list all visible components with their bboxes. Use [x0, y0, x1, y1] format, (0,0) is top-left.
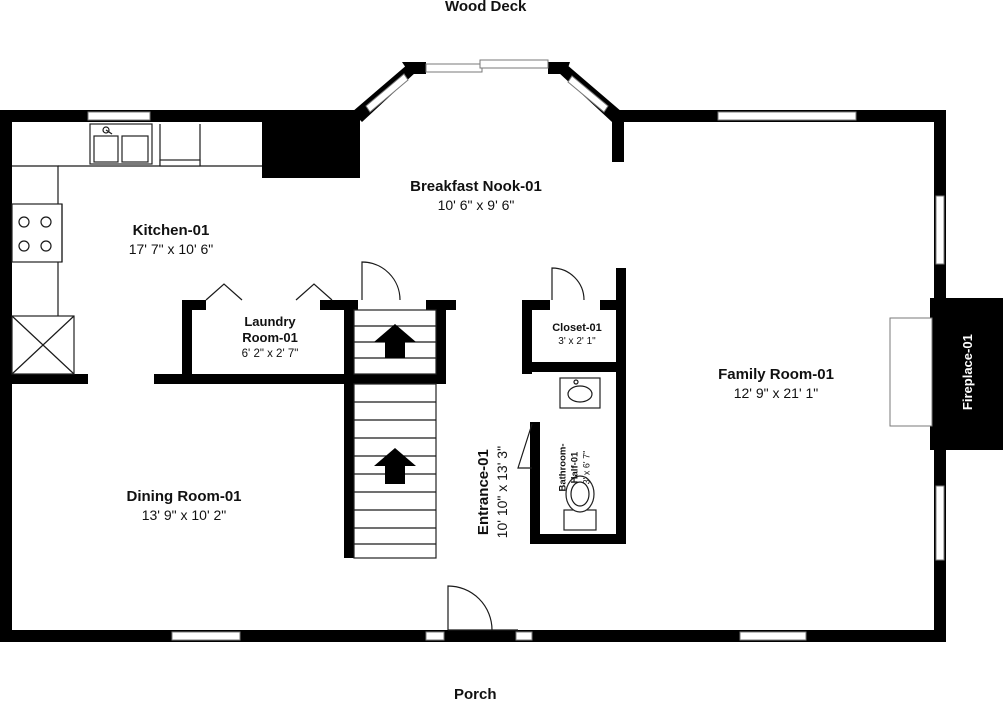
room-dimension: 12' 9" x 21' 1"	[733, 384, 819, 401]
bathroom-fixtures	[559, 377, 601, 531]
room-label-entrance: Entrance-01 10' 10" x 13' 3"	[475, 417, 511, 567]
room-name: Kitchen-01	[132, 222, 210, 239]
room-dimension: 10' 6" x 9' 6"	[437, 196, 515, 213]
room-label-kitchen: Kitchen-01 17' 7" x 10' 6"	[96, 222, 246, 258]
room-name: Entrance-01	[474, 449, 492, 536]
room-name: Closet-01	[552, 322, 602, 334]
room-name-line2: Room-01	[242, 330, 298, 346]
room-label-laundry: Laundry Room-01 6' 2" x 2' 7"	[206, 314, 334, 361]
room-dimension: 3' x 6' 7"	[581, 450, 592, 485]
room-dimension: 3' x 2' 1"	[558, 335, 596, 347]
room-dimension: 17' 7" x 10' 6"	[128, 240, 214, 257]
exterior-label-bottom: Porch	[454, 686, 497, 703]
doors	[205, 261, 585, 631]
stair-arrow-lower-icon	[374, 448, 416, 484]
room-name-line1: Laundry	[244, 314, 296, 329]
room-name: Family Room-01	[718, 366, 834, 383]
room-label-dining-room: Dining Room-01 13' 9" x 10' 2"	[104, 488, 264, 524]
room-name-line2: Half-01	[569, 451, 581, 484]
room-label-fireplace: Fireplace-01	[960, 322, 976, 422]
windows	[87, 59, 945, 641]
interior-walls	[0, 268, 626, 558]
room-dimension: 6' 2" x 2' 7"	[241, 347, 299, 360]
room-label-breakfast-nook: Breakfast Nook-01 10' 6" x 9' 6"	[396, 178, 556, 214]
exterior-label-top: Wood Deck	[445, 0, 527, 15]
room-name: Fireplace-01	[959, 334, 975, 411]
room-name: Breakfast Nook-01	[410, 178, 542, 195]
room-dimension: 13' 9" x 10' 2"	[141, 506, 227, 523]
stairs	[353, 309, 437, 559]
fireplace	[889, 298, 1003, 450]
room-name: Dining Room-01	[126, 488, 242, 505]
kitchen-fixtures	[11, 123, 262, 375]
stair-arrow-upper-icon	[374, 324, 416, 358]
room-label-bathroom: Bathroom- Half-01 3' x 6' 7"	[558, 423, 593, 513]
room-label-closet: Closet-01 3' x 2' 1"	[536, 322, 618, 348]
room-label-family-room: Family Room-01 12' 9" x 21' 1"	[696, 366, 856, 402]
room-name-line1: Bathroom-	[557, 443, 569, 492]
room-dimension: 10' 10" x 13' 3"	[493, 445, 510, 539]
